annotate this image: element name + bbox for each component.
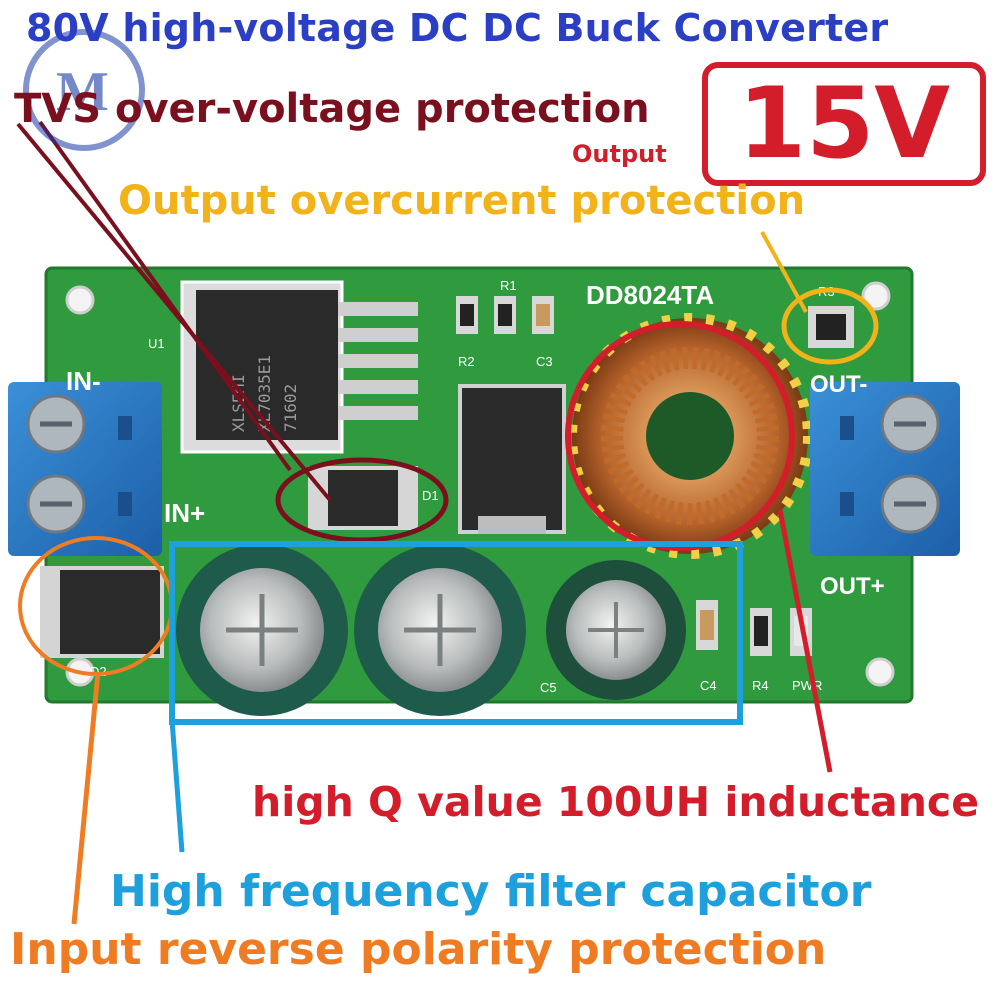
overcurrent-highlight-ellipse [781,287,879,365]
ref-pwr: PWR [792,678,822,693]
mounting-hole [65,285,95,315]
svg-text:M: M [56,61,109,123]
tvs-highlight-ellipse [275,457,449,543]
in-plus-label: IN+ [164,498,205,528]
ref-r4: R4 [752,678,769,693]
ref-r1: R1 [500,278,517,293]
ref-d1: D1 [422,488,439,503]
output-voltage-value: 15V [737,67,951,181]
out-minus-label: OUT- [810,371,867,398]
filter-capacitor [354,544,526,716]
output-label: Output [572,140,667,168]
out-plus-label: OUT+ [820,573,885,600]
model-label: DD8024TA [586,280,714,310]
mounting-hole [865,657,895,687]
ref-c3: C3 [536,354,553,369]
overcurrent-protection-label: Output overcurrent protection [118,178,806,224]
inductance-label: high Q value 100UH inductance [252,778,980,826]
capacitor-highlight-box [169,541,743,725]
ref-u1: U1 [148,336,165,351]
ref-c5: C5 [540,680,557,695]
ref-r2: R2 [458,354,475,369]
inductor-highlight-circle [565,321,795,551]
ref-c4: C4 [700,678,717,693]
schottky-diode [458,384,566,534]
filter-capacitor-label: High frequency filter capacitor [110,866,872,917]
in-minus-label: IN- [66,366,101,396]
tvs-protection-label: TVS over-voltage protection [14,86,650,132]
mounting-hole [861,281,891,311]
input-terminal-block [8,382,162,556]
filter-capacitor [546,560,686,700]
ic-text-2: 71602 [281,384,300,432]
output-voltage-badge: 15V [702,62,986,186]
brand-logo: M [23,29,145,151]
filter-capacitor [176,544,348,716]
page-title: 80V high-voltage DC DC Buck Converter [26,6,889,50]
output-terminal-block [810,382,960,556]
reverse-polarity-label: Input reverse polarity protection [10,924,827,975]
